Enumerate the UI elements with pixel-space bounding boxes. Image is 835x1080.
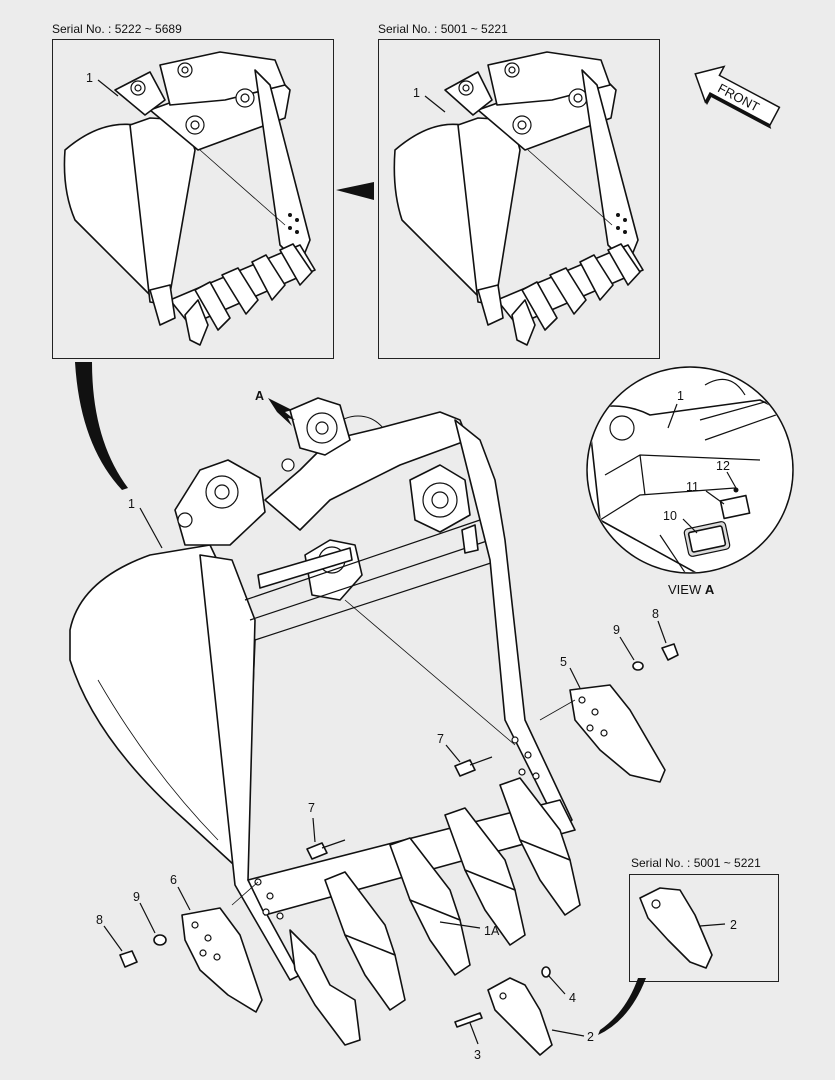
callout-5-main: 5 [560,655,567,669]
callout-1-main: 1 [128,497,135,511]
view-a-title-letter: A [705,582,715,597]
svg-text:VIEW A: VIEW A [668,582,715,597]
inset-pointer-triangle [336,182,374,200]
callout-8-main-right: 8 [652,607,659,621]
view-a-title: VIEW [668,582,705,597]
callout-9-main-left: 9 [133,890,140,904]
callout-6-main: 6 [170,873,177,887]
callout-2-main: 2 [587,1030,594,1044]
callout-7-main-right: 7 [437,732,444,746]
serial-label-right: Serial No. : 5001 ~ 5221 [378,22,508,36]
inset-right-bucket-drawing: 1 [393,51,644,346]
callout-3-main: 3 [474,1048,481,1062]
inset-left-bucket-drawing: 1 [63,51,316,346]
callout-8-main-left: 8 [96,913,103,927]
callout-1-inset-left: 1 [86,71,93,85]
callout-2-tooth-inset: 2 [730,918,737,932]
connector-curve-left [75,362,128,490]
main-bucket-drawing [69,397,679,1056]
serial-label-left: Serial No. : 5222 ~ 5689 [52,22,182,36]
callout-1-inset-right: 1 [413,86,420,100]
serial-label-tooth: Serial No. : 5001 ~ 5221 [631,856,761,870]
callout-7-main-left: 7 [308,801,315,815]
tooth-inset-drawing: 2 [639,887,737,969]
callout-1A-main: 1A [484,924,500,938]
callout-9-main-right: 9 [613,623,620,637]
view-arrow-label-a: A [255,389,264,403]
callout-11-view-a: 11 [686,480,699,494]
main-callouts: A 1 1A 2 3 4 5 6 7 7 8 8 9 9 [96,389,667,1062]
callout-10-view-a: 10 [663,509,677,523]
front-arrow: FRONT [694,65,781,130]
connector-curve-tooth [598,978,646,1035]
callout-12-view-a: 12 [716,459,730,473]
callout-4-main: 4 [569,991,576,1005]
callout-1-view-a: 1 [677,389,684,403]
view-a-detail: 1 12 11 10 VIEW A [586,366,794,597]
